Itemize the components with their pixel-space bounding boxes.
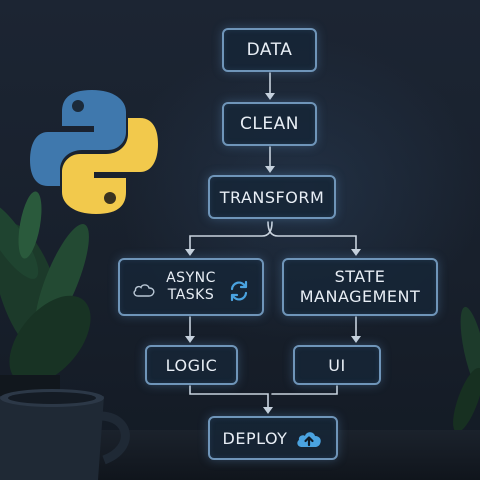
cloud-icon bbox=[133, 284, 155, 297]
node-ui-label: UI bbox=[328, 355, 346, 375]
plant-right bbox=[453, 306, 480, 433]
node-logic: LOGIC bbox=[145, 345, 238, 385]
plant-left bbox=[0, 191, 91, 430]
node-data: DATA bbox=[222, 28, 317, 72]
node-transform: TRANSFORM bbox=[208, 175, 336, 219]
node-clean-label: CLEAN bbox=[240, 114, 299, 134]
sync-icon bbox=[230, 280, 248, 302]
python-logo-icon bbox=[30, 90, 158, 214]
cloud-upload-icon bbox=[297, 432, 322, 447]
coffee-mug bbox=[0, 389, 130, 480]
node-deploy: DEPLOY bbox=[208, 416, 338, 460]
node-async-tasks: ASYNC TASKS bbox=[118, 258, 264, 316]
async-label-line2: TASKS bbox=[167, 287, 215, 303]
node-transform-label: TRANSFORM bbox=[219, 187, 325, 207]
node-clean: CLEAN bbox=[222, 102, 317, 146]
node-data-label: DATA bbox=[246, 40, 293, 60]
state-label-line1: STATE bbox=[334, 267, 386, 286]
async-label-line1: ASYNC bbox=[166, 270, 216, 286]
state-label-line2: MANAGEMENT bbox=[299, 287, 421, 306]
node-ui: UI bbox=[293, 345, 381, 385]
node-deploy-label: DEPLOY bbox=[222, 428, 288, 448]
node-state-management: STATE MANAGEMENT bbox=[282, 258, 438, 316]
node-logic-label: LOGIC bbox=[165, 355, 218, 375]
